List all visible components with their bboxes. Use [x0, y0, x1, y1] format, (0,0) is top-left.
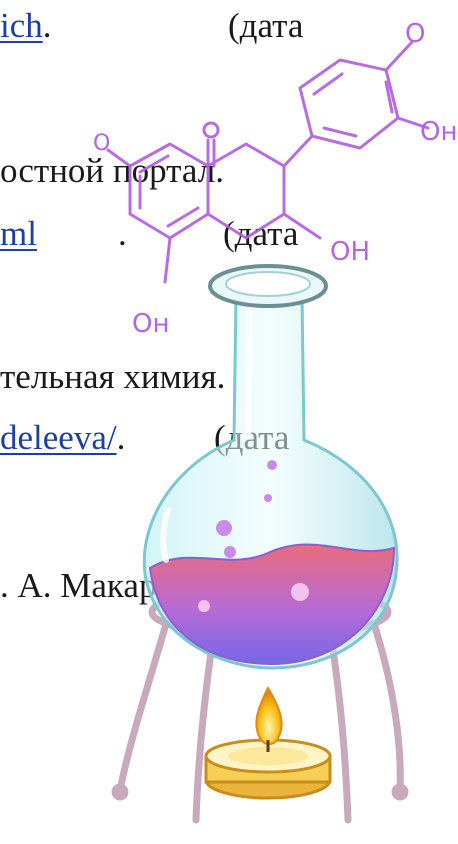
reference-line-3: ml . (дата	[0, 214, 299, 253]
bubble	[291, 583, 309, 601]
molecule-label-4: OH	[330, 237, 370, 267]
carbonyl-oxygen	[202, 121, 220, 139]
reference-line-2: остной портал.	[0, 151, 224, 190]
flame-icon	[255, 685, 283, 745]
reference-link-1[interactable]: ich	[0, 6, 43, 45]
reference-line-4: тельная химия.	[0, 357, 226, 396]
bubble	[224, 546, 236, 558]
round-bottom-flask	[142, 264, 399, 670]
candle-burner	[204, 685, 332, 800]
reference-link-3[interactable]: ml	[0, 214, 37, 253]
bubble	[216, 520, 232, 536]
flask-liquid	[148, 543, 396, 666]
date-label-1: (дата	[228, 6, 304, 45]
molecule-label-5: Он	[420, 117, 457, 147]
date-label-3: (дата	[223, 214, 299, 253]
molecule-label-1: Он	[132, 309, 169, 339]
molecule-label-3: O	[405, 19, 425, 49]
bubble	[264, 494, 272, 502]
reference-line-1: ich. (дата	[0, 6, 304, 45]
bubble	[198, 600, 210, 612]
molecule-drawing	[106, 40, 430, 284]
reference-link-5[interactable]: deleeva/	[0, 418, 117, 457]
molecule-label-2: O	[93, 131, 110, 156]
molecule-ring-c	[206, 142, 286, 240]
bubble	[267, 460, 277, 470]
